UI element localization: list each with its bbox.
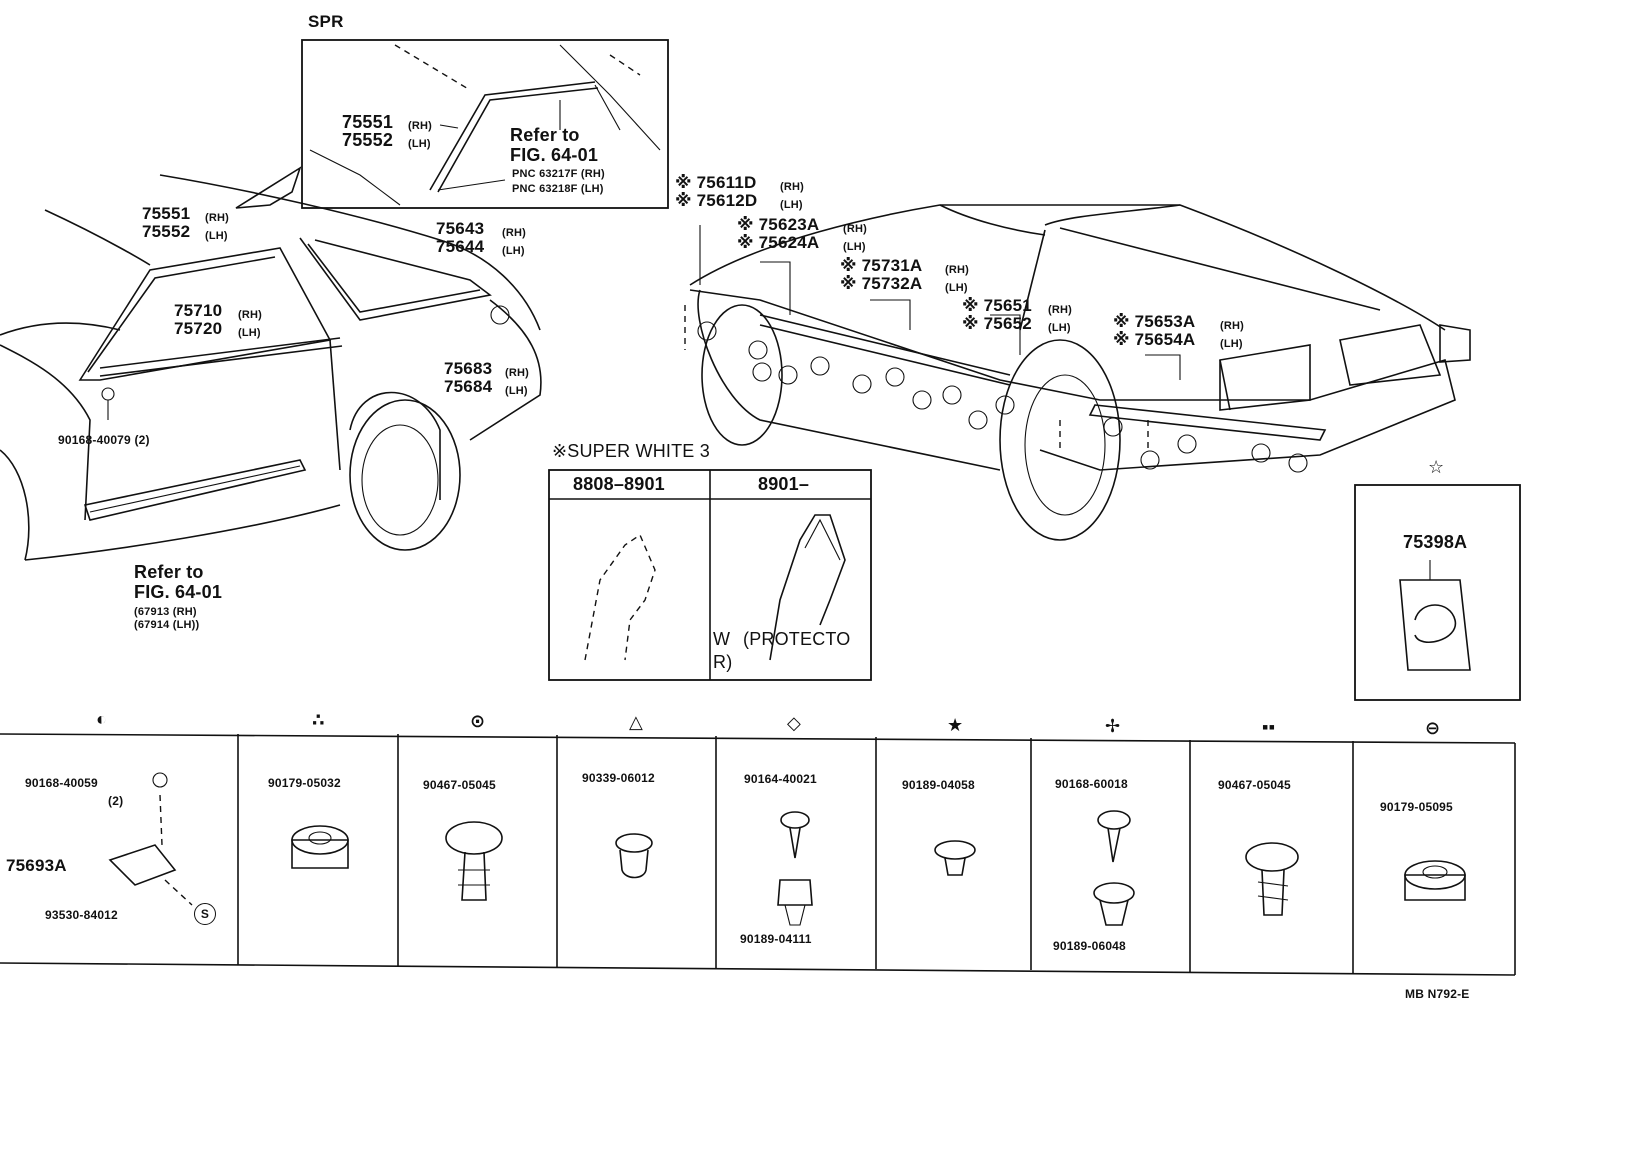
fastener-table-frame (0, 733, 1516, 976)
label-75644-side: (LH) (502, 245, 525, 257)
super-white-col1: 8808–8901 (573, 474, 665, 494)
part-90189-06048: 90189-06048 (1053, 939, 1126, 953)
label-75732a: ※ 75732A (840, 274, 923, 293)
super-white-col2: 8901– (758, 474, 810, 494)
diamond-icon: ◇ (787, 713, 802, 733)
label-75710-side: (RH) (238, 309, 263, 321)
label-75611d-side: (RH) (780, 181, 805, 193)
spr-pnc-lh: PNC 63218F (LH) (512, 183, 604, 195)
spr-pnc-rh: PNC 63217F (RH) (512, 168, 605, 180)
label-75644: 75644 (436, 237, 485, 256)
part-90168-40059-qty: (2) (108, 794, 124, 808)
spr-title: SPR (308, 12, 344, 31)
part-90189-04111: 90189-04111 (740, 932, 812, 946)
part-90168-60018: 90168-60018 (1055, 777, 1128, 791)
part-93530-84012: 93530-84012 (45, 908, 118, 922)
label-75624a: ※ 75624A (737, 233, 820, 252)
diagram-code: MB N792-E (1405, 987, 1470, 1001)
left-refer-1: Refer to (134, 562, 204, 582)
spr-inset-frame (301, 39, 669, 209)
label-75654a-side: (LH) (1220, 338, 1243, 350)
left-car-drawing (0, 174, 542, 561)
label-75612d-side: (LH) (780, 199, 803, 211)
label-75652-side: (LH) (1048, 322, 1071, 334)
label-75683-side: (RH) (505, 367, 530, 379)
minus-circle-icon: ⊖ (1425, 718, 1441, 738)
car-fastener-marks (697, 321, 1308, 473)
spr-refer-2: FIG. 64-01 (510, 145, 599, 165)
label-75643-side: (RH) (502, 227, 527, 239)
label-75654a: ※ 75654A (1113, 330, 1196, 349)
label-75653a-side: (RH) (1220, 320, 1245, 332)
left-refer-2: FIG. 64-01 (134, 582, 223, 602)
label-75732a-side: (LH) (945, 282, 968, 294)
left-pnc-rh: (67913 (RH) (134, 606, 197, 618)
spr-rh: (RH) (408, 120, 433, 132)
part-90189-04058: 90189-04058 (902, 778, 975, 792)
label-75611d: ※ 75611D (675, 173, 757, 192)
part-90467-05045-b: 90467-05045 (1218, 778, 1291, 792)
label-75710: 75710 (174, 301, 223, 320)
fastener-drawings (108, 772, 1466, 926)
label-75684: 75684 (444, 377, 493, 396)
super-white-title: ※SUPER WHITE 3 (552, 441, 710, 461)
label-90168-40079: 90168-40079 (2) (58, 433, 150, 447)
star-icon: ★ (947, 715, 964, 735)
inset-pointer-arrow (235, 166, 302, 209)
label-75651: ※ 75651 (962, 296, 1032, 315)
spr-refer-1: Refer to (510, 125, 580, 145)
left-pnc-lh: (67914 (LH)) (134, 619, 200, 631)
label-75731a-side: (RH) (945, 264, 970, 276)
ring-icon: ⊙ (470, 711, 486, 731)
spr-lh: (LH) (408, 138, 431, 150)
label-75623a: ※ 75623A (737, 215, 820, 234)
label-75612d: ※ 75612D (675, 191, 758, 210)
part-90179-05095: 90179-05095 (1380, 800, 1453, 814)
part-90339-06012: 90339-06012 (582, 771, 655, 785)
four-squares-icon: ▪▪ (1262, 717, 1276, 737)
super-white-protector: (PROTECTO (743, 629, 851, 649)
label-75653a: ※ 75653A (1113, 312, 1196, 331)
part-90164-40021: 90164-40021 (744, 772, 817, 786)
part-90467-05045-a: 90467-05045 (423, 778, 496, 792)
three-dots-icon: ∴ (312, 710, 325, 730)
spr-part-lh: 75552 (342, 130, 394, 150)
label-75731a: ※ 75731A (840, 256, 923, 275)
super-white-r: R) (713, 652, 733, 672)
pinwheel-icon: ✢ (1105, 716, 1121, 736)
spr-inset-sketch (309, 44, 661, 206)
triangle-circle-icon: △ (629, 712, 644, 732)
label-75720: 75720 (174, 319, 223, 338)
part-75693a: 75693A (6, 856, 67, 875)
label-75551-side: (RH) (205, 212, 230, 224)
right-car-drawing (684, 204, 1471, 541)
label-75551: 75551 (142, 204, 191, 223)
label-75683: 75683 (444, 359, 493, 378)
label-75552-side: (LH) (205, 230, 228, 242)
label-75651-side: (RH) (1048, 304, 1073, 316)
s-mark-icon: S (194, 903, 216, 925)
part-90179-05032: 90179-05032 (268, 776, 341, 790)
part-90168-40059: 90168-40059 (25, 776, 98, 790)
label-75643: 75643 (436, 219, 485, 238)
super-white-w: W (713, 629, 731, 649)
label-75684-side: (LH) (505, 385, 528, 397)
super-white-table-frame (548, 469, 872, 681)
label-75720-side: (LH) (238, 327, 261, 339)
label-75624a-side: (LH) (843, 241, 866, 253)
half-circle-icon: ◐ (96, 709, 108, 729)
label-75552: 75552 (142, 222, 191, 241)
clip-75398a-drawing (1399, 560, 1471, 671)
star-outline-icon: ☆ (1428, 457, 1445, 477)
label-75623a-side: (RH) (843, 223, 868, 235)
star-box-frame (1354, 484, 1521, 701)
label-75398a: 75398A (1403, 532, 1468, 552)
label-75652: ※ 75652 (962, 314, 1032, 333)
spr-part-rh: 75551 (342, 112, 394, 132)
